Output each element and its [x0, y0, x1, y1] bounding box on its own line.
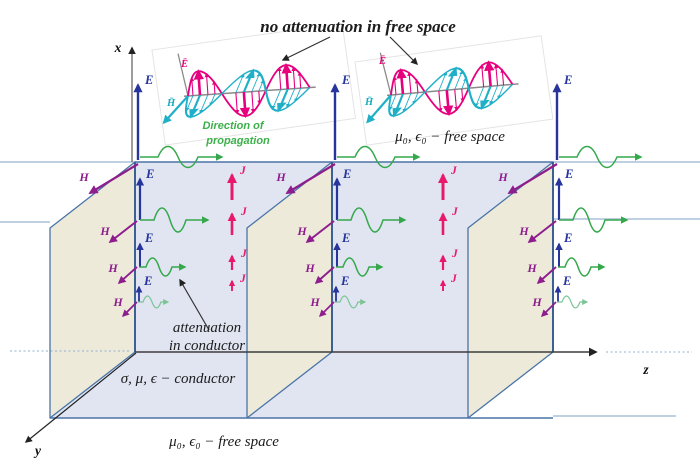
current-density-label: J: [239, 165, 247, 177]
h-field-label: H: [275, 170, 286, 184]
h-field-arrow: [108, 220, 138, 244]
no-attenuation-title: no attenuation in free space: [260, 17, 456, 36]
free-space-wave: [337, 145, 421, 169]
current-density-column-2: J J J J: [437, 165, 459, 291]
field-column-slab-1: E H E H E H E H: [78, 73, 224, 318]
free-space-medium-label-top: μ₀, ϵ₀ − free space: [394, 129, 505, 145]
h-field-label: H: [107, 261, 118, 275]
attenuating-wave: [335, 295, 367, 309]
h-field-arrow: [117, 266, 138, 285]
field-column-slab-2: E H E H E H E H: [275, 73, 421, 318]
h-field-label: H: [78, 170, 89, 184]
x-axis-label: x: [114, 40, 122, 55]
attenuating-wave: [138, 295, 170, 309]
annotation-arrow: [179, 278, 210, 331]
annotation-arrow: [389, 36, 419, 66]
h-field-arrow: [527, 220, 557, 244]
e-field-label: E: [562, 274, 571, 288]
conductor-medium-label: σ, μ, ϵ − conductor: [121, 371, 236, 387]
e-field-label: E: [564, 167, 573, 181]
h-field-arrow: [540, 301, 557, 318]
attenuating-wave: [557, 295, 589, 309]
h-vector-label: H̄: [364, 96, 374, 108]
e-field-label: E: [144, 231, 153, 245]
e-vector-label: Ē: [180, 58, 188, 70]
h-field-arrow: [318, 301, 335, 318]
attenuation-in-conductor-label: attenuation: [173, 320, 241, 336]
conductor-floor-band: [51, 352, 553, 418]
e-vector-label: Ē: [378, 55, 386, 67]
e-field-label: E: [341, 73, 350, 87]
y-axis: [24, 352, 137, 443]
h-field-arrow: [507, 163, 558, 194]
attenuating-wave: [336, 257, 384, 277]
h-field-label: H: [112, 295, 123, 309]
attenuating-wave: [337, 207, 407, 233]
h-field-label: H: [304, 261, 315, 275]
current-density-label: J: [240, 206, 248, 218]
annotation-arrow: [281, 36, 331, 61]
current-density-label: J: [239, 273, 247, 285]
h-field-arrow: [314, 266, 335, 285]
h-field-label: H: [526, 261, 537, 275]
h-field-arrow: [305, 220, 335, 244]
current-density-label: J: [451, 248, 459, 260]
h-field-label: H: [99, 224, 110, 238]
current-density-label: J: [450, 273, 458, 285]
e-field-label: E: [342, 167, 351, 181]
e-field-label: E: [341, 231, 350, 245]
current-density-label: J: [450, 165, 458, 177]
direction-of-propagation-label: Direction of: [202, 120, 264, 132]
current-density-column-1: J J J J: [226, 165, 248, 291]
e-field-label: E: [563, 73, 572, 87]
inset-frame-2: [354, 35, 554, 146]
attenuating-wave: [558, 257, 606, 277]
attenuation-in-conductor-label: in conductor: [169, 338, 245, 354]
attenuating-wave: [139, 257, 187, 277]
h-field-label: H: [518, 224, 529, 238]
e-field-label: E: [143, 274, 152, 288]
h-vector-label: H̄: [166, 97, 176, 109]
e-field-label: E: [145, 167, 154, 181]
inset-frame-1: [151, 22, 357, 146]
free-space-wave: [559, 145, 643, 169]
free-space-medium-label-bottom: μ₀, ϵ₀ − free space: [168, 434, 279, 450]
e-field-label: E: [563, 231, 572, 245]
h-field-label: H: [497, 170, 508, 184]
current-density-label: J: [240, 248, 248, 260]
e-field-label: E: [144, 73, 153, 87]
z-axis-label: z: [642, 362, 649, 377]
h-field-arrow: [88, 163, 139, 194]
attenuating-wave: [559, 207, 629, 233]
h-field-arrow: [536, 266, 557, 285]
h-field-arrow: [285, 163, 336, 194]
e-field-label: E: [340, 274, 349, 288]
current-density-label: J: [451, 206, 459, 218]
h-field-label: H: [296, 224, 307, 238]
free-space-wave: [140, 145, 224, 169]
attenuating-wave: [140, 207, 210, 233]
field-column-slab-3: E H E H E H E H: [497, 73, 643, 318]
y-axis-label: y: [33, 443, 42, 458]
h-field-label: H: [531, 295, 542, 309]
h-field-arrow: [121, 301, 138, 318]
h-field-label: H: [309, 295, 320, 309]
direction-of-propagation-label: propagation: [205, 135, 270, 147]
